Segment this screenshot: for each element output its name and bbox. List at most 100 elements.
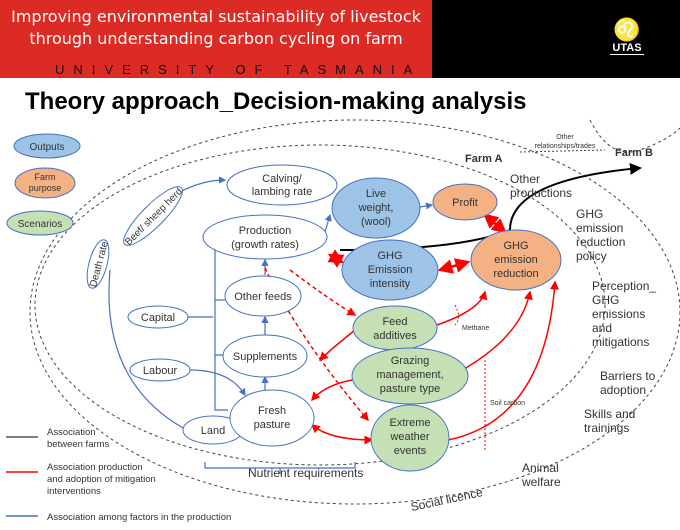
svg-text:Animal: Animal [522,461,559,475]
lion-crest-icon: ♌ [613,17,641,42]
subtitle-line: Improving environmental sustainability o… [11,7,421,26]
social-licence-boundary [29,119,680,505]
node-capital: Capital [127,305,189,329]
svg-text:Profit: Profit [452,197,478,209]
other-trades-link [519,149,606,153]
node-labour: Labour [129,358,191,382]
svg-text:GHG: GHG [592,293,619,307]
svg-text:Production: Production [239,225,292,237]
svg-text:management,: management, [376,369,443,381]
svg-text:Nutrient requirements: Nutrient requirements [248,466,363,480]
svg-text:(wool): (wool) [361,216,391,228]
mitigation-associations [264,213,559,450]
header-logo-panel [432,0,680,78]
svg-text:GHG: GHG [576,207,603,221]
header-banner [0,0,432,78]
svg-text:weight,: weight, [358,202,394,214]
svg-text:interventions: interventions [47,486,101,497]
svg-text:weather: weather [389,431,429,443]
utas-logo: ♌UTAS [610,18,644,55]
svg-text:Capital: Capital [141,312,175,324]
node-grazing-management: Grazing management, pasture type [351,347,469,405]
svg-text:Other: Other [556,134,574,141]
svg-text:emission: emission [576,221,623,235]
svg-text:Supplements: Supplements [233,351,298,363]
svg-text:welfare: welfare [521,475,561,489]
svg-text:Land: Land [201,425,225,437]
svg-text:Association production: Association production [47,462,143,473]
node-supplements: Supplements [222,334,308,378]
farm-a-boundary [34,144,606,466]
node-calving-lambing-rate: Calving/lambing rate [226,164,338,206]
context-labels: Farm A Farm B Other relationships/trades… [248,134,656,514]
svg-text:Beef/ sheep herd: Beef/ sheep herd [123,186,185,248]
production-associations [108,176,434,474]
svg-text:GHG: GHG [503,240,528,252]
svg-text:intensity: intensity [370,278,411,290]
svg-text:additives: additives [373,330,417,342]
svg-text:lambing rate: lambing rate [252,186,313,198]
svg-text:Methane: Methane [462,325,489,332]
svg-text:Skills and: Skills and [584,407,635,421]
page-title: Theory approach_Decision-making analysis [25,88,527,115]
node-live-weight: Live weight, (wool) [331,177,421,239]
svg-text:Other: Other [510,172,540,186]
svg-text:and: and [592,321,612,335]
node-other-feeds: Other feeds [224,275,302,317]
svg-text:Soil carbon: Soil carbon [490,400,525,407]
svg-text:events: events [394,445,427,457]
svg-text:reduction: reduction [576,235,625,249]
node-fresh-pasture: Fresh pasture [229,389,315,447]
node-herd: Beef/ sheep herd [123,186,185,248]
farm-b-label: Farm B [615,147,653,159]
svg-text:Scenarios: Scenarios [18,219,62,230]
svg-text:between farms: between farms [47,439,110,450]
key-scenarios: Scenarios [6,210,74,236]
svg-text:Association: Association [47,427,96,438]
node-extreme-weather: Extreme weather events [370,404,450,472]
university-name: UNIVERSITY OF TASMANIA [55,62,422,77]
svg-text:reduction: reduction [493,268,538,280]
svg-text:Feed: Feed [382,316,407,328]
svg-text:Other feeds: Other feeds [234,291,292,303]
svg-text:mitigations: mitigations [592,335,649,349]
svg-text:(growth rates): (growth rates) [231,239,299,251]
node-feed-additives: Feed additives [352,305,438,351]
farm-b-boundary [589,119,680,153]
svg-text:Extreme: Extreme [390,417,431,429]
svg-text:and adoption of mitigation: and adoption of mitigation [47,474,156,485]
svg-text:purpose: purpose [29,183,62,193]
svg-text:trainings: trainings [584,421,629,435]
svg-text:Grazing: Grazing [391,355,430,367]
key-outputs: Outputs [13,133,81,159]
svg-text:policy: policy [576,249,607,263]
svg-text:pasture: pasture [254,419,291,431]
svg-text:pasture type: pasture type [380,383,441,395]
logo-text: UTAS [610,42,644,55]
svg-text:Fresh: Fresh [258,405,286,417]
project-subtitle: Improving environmental sustainability o… [0,6,432,50]
svg-text:Association among factors in t: Association among factors in the product… [47,512,231,523]
svg-text:GHG: GHG [377,250,402,262]
svg-text:emissions: emissions [592,307,645,321]
svg-text:Emission: Emission [368,264,413,276]
node-profit: Profit [432,183,498,221]
svg-text:Labour: Labour [143,365,178,377]
svg-text:productions: productions [510,186,572,200]
svg-text:Calving/: Calving/ [262,173,303,185]
svg-text:Perception_: Perception_ [592,279,656,293]
svg-text:adoption: adoption [600,383,646,397]
svg-text:Social licence: Social licence [409,485,484,514]
node-ghg-emission-intensity: GHG Emission intensity [341,239,439,301]
node-land: Land [182,415,244,445]
svg-text:Outputs: Outputs [29,142,64,153]
svg-text:Live: Live [366,188,386,200]
svg-text:Barriers to: Barriers to [600,369,656,383]
subtitle-line: through understanding carbon cycling on … [29,29,403,48]
svg-text:Farm: Farm [35,172,56,182]
node-production: Production (growth rates) [202,214,328,260]
